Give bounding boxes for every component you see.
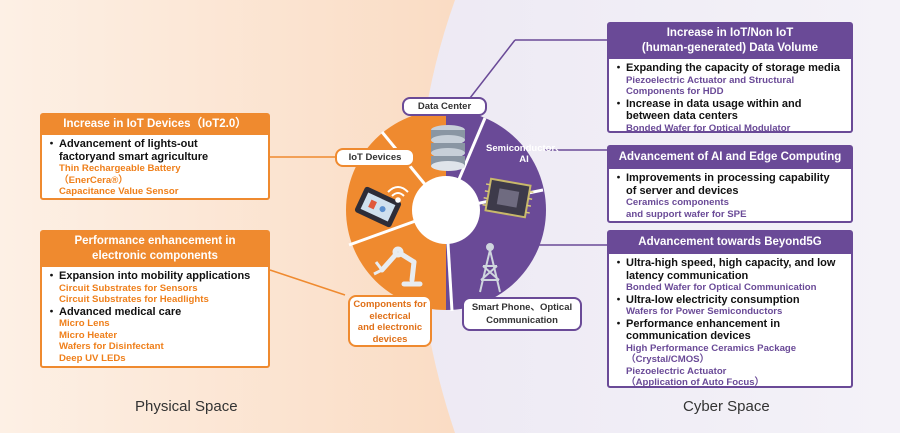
beyond5g-bullet-3-line2: communication devices <box>626 330 751 342</box>
ai-edge-sub-1: Ceramics components <box>626 197 729 208</box>
semiconductor-label: Semiconductor、 AI <box>486 143 565 168</box>
data-volume-sub-3: Bonded Wafer for Optical Modulator <box>626 122 791 134</box>
components-text-line3: and electronic <box>357 322 423 333</box>
data-volume-sub-2: Components for HDD <box>626 86 724 97</box>
performance-sub-4: Micro Heater <box>59 329 118 341</box>
connector-lines-orange <box>269 156 346 296</box>
data-volume-bullet-2-line1: Increase in data usage within and <box>626 97 802 110</box>
data-volume-title-line1: Increase in IoT/Non IoT <box>666 27 794 39</box>
components-text-line2: electrical <box>369 310 411 322</box>
antenna-tower-icon <box>479 243 501 293</box>
performance-sub-3: Micro Lens <box>59 318 110 329</box>
performance-box-title: Performance enhancement in electronic co… <box>42 232 268 267</box>
robot-arm-icon <box>379 246 423 287</box>
iot-sub-1: Thin Rechargeable Battery <box>59 163 181 174</box>
beyond5g-bullet-1-line1: Ultra-high speed, high capacity, and low <box>626 257 836 269</box>
ai-edge-bullet-1-line2: of server and devices <box>626 184 739 197</box>
data-center-text: Data Center <box>417 101 472 112</box>
iot-bullet-1-line2: factoryand smart agriculture <box>59 150 209 163</box>
performance-sub-5: Wafers for Disinfectant <box>59 341 164 352</box>
beyond5g-sub-4: （Crystal/CMOS） <box>626 354 710 365</box>
performance-sub-2: Circuit Substrates for Headlights <box>59 294 209 305</box>
iot-devices-text: IoT Devices <box>348 152 402 163</box>
performance-title-line1: Performance enhancement in <box>74 235 236 247</box>
iot-devices-box: Increase in IoT Devices（IoT2.0） Advancem… <box>40 113 270 200</box>
components-text-line4: devices <box>372 333 408 345</box>
physical-space-label: Physical Space <box>135 398 238 415</box>
smartphone-text-line2: Communication <box>486 315 558 326</box>
tablet-icon <box>354 186 402 228</box>
beyond5g-bullet-3-line1: Performance enhancement in <box>626 317 781 330</box>
wifi-icon <box>387 186 409 203</box>
sector-semiconductor <box>446 210 546 310</box>
semiconductor-text-line1: Semiconductor、 <box>486 143 565 154</box>
ai-edge-sub-2: and support wafer for SPE <box>626 208 747 220</box>
chip-icon <box>482 177 534 219</box>
beyond5g-box-title: Advancement towards Beyond5G <box>609 232 851 254</box>
data-volume-bullet-2-line2: between data centers <box>626 110 738 122</box>
data-volume-box-title: Increase in IoT/Non IoT (human-generated… <box>609 24 851 59</box>
ai-edge-title-text: Advancement of AI and Edge Computing <box>618 151 842 163</box>
beyond5g-sub-2: Wafers for Power Semiconductors <box>626 306 783 317</box>
iot-sub-3: Capacitance Value Sensor <box>59 186 179 197</box>
beyond5g-bullet-2: Ultra-low electricity consumption <box>613 294 845 307</box>
performance-bullet-1: Expansion into mobility applications <box>46 270 262 283</box>
ai-edge-bullet-1-line1: Improvements in processing capability <box>626 172 830 184</box>
beyond5g-sub-1: Bonded Wafer for Optical Communication <box>626 282 817 293</box>
iot-bullet-1-line1: Advancement of lights-out <box>59 138 198 150</box>
components-text-line1: Components for <box>353 299 427 310</box>
ai-edge-box: Advancement of AI and Edge Computing Imp… <box>607 145 853 223</box>
performance-sub-1: Circuit Substrates for Sensors <box>59 282 198 294</box>
components-label: Components for electrical and electronic… <box>348 295 432 347</box>
beyond5g-bullet-1: Ultra-high speed, high capacity, and low… <box>613 257 845 282</box>
smartphone-text-line1: Smart Phone、Optical <box>471 302 573 313</box>
server-icon <box>431 125 465 171</box>
data-volume-sub-1: Piezoelectric Actuator and Structural <box>626 74 795 86</box>
wheel-center-hole <box>412 176 480 244</box>
cyber-space-label: Cyber Space <box>683 398 770 415</box>
data-center-label: Data Center <box>402 97 487 116</box>
iot-devices-label: IoT Devices <box>335 148 415 167</box>
beyond5g-title-text: Advancement towards Beyond5G <box>638 236 822 248</box>
performance-sub-6: Deep UV LEDs <box>59 352 126 364</box>
data-volume-bullet-1: Expanding the capacity of storage media <box>613 62 845 75</box>
connector-lines <box>469 39 612 246</box>
beyond5g-sub-6: （Application of Auto Focus） <box>626 377 765 388</box>
smartphone-label: Smart Phone、Optical Communication <box>462 297 582 331</box>
performance-title-line2: electronic components <box>92 250 218 262</box>
beyond5g-box: Advancement towards Beyond5G Ultra-high … <box>607 230 853 388</box>
iot-bullet-1: Advancement of lights-out factoryand sma… <box>46 138 262 163</box>
beyond5g-sub-5: Piezoelectric Actuator <box>626 365 727 377</box>
semiconductor-text-line2: AI <box>519 154 529 165</box>
iot-sub-2: （EnerCera®） <box>59 174 128 186</box>
data-volume-title-line2: (human-generated) Data Volume <box>641 42 819 54</box>
iot-devices-title-text: Increase in IoT Devices（IoT2.0） <box>63 118 247 130</box>
iot-devices-box-title: Increase in IoT Devices（IoT2.0） <box>42 115 268 135</box>
data-volume-bullet-2: Increase in data usage within and betwee… <box>613 97 845 123</box>
performance-bullet-2: Advanced medical care <box>46 306 262 319</box>
robot-gripper-icon <box>373 261 384 276</box>
data-volume-box: Increase in IoT/Non IoT (human-generated… <box>607 22 853 134</box>
performance-box: Performance enhancement in electronic co… <box>40 230 270 368</box>
beyond5g-bullet-3: Performance enhancement in communication… <box>613 317 845 343</box>
beyond5g-bullet-1-line2: latency communication <box>626 269 749 282</box>
ai-edge-box-title: Advancement of AI and Edge Computing <box>609 147 851 169</box>
beyond5g-sub-3: High Performance Ceramics Package <box>626 342 797 354</box>
ai-edge-bullet-1: Improvements in processing capability of… <box>613 172 845 197</box>
